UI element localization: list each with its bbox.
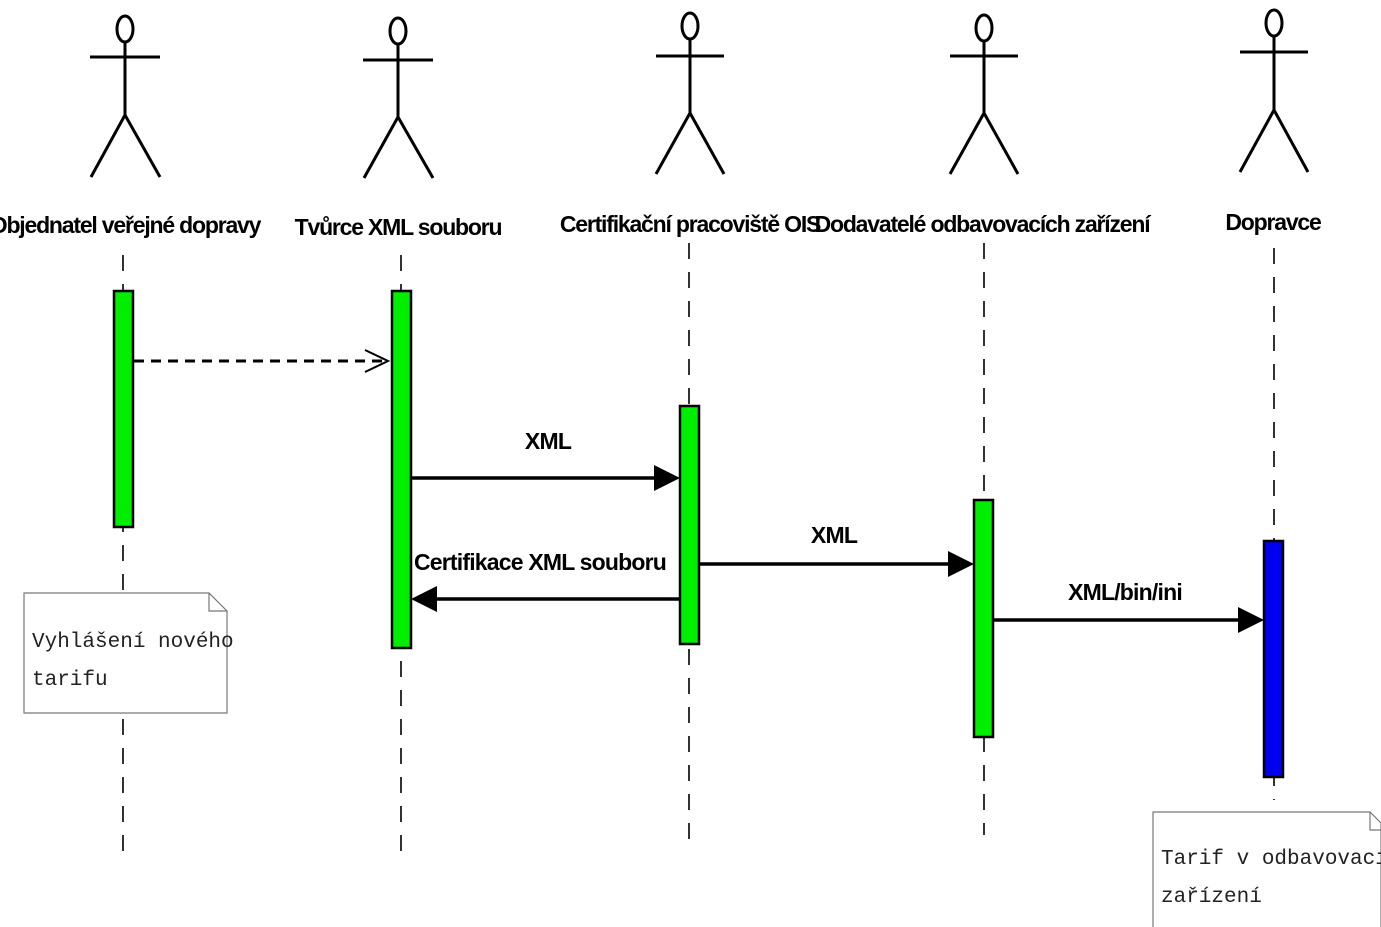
actor-label: Certifikační pracoviště OIS <box>560 211 821 237</box>
filled-arrowhead-icon <box>948 551 974 577</box>
filled-arrowhead-icon <box>411 586 437 612</box>
message-xml-to-certifikace: XML <box>411 428 680 491</box>
note-line: zařízení <box>1161 886 1262 909</box>
message-xml-bin-ini: XML/bin/ini <box>993 579 1264 633</box>
activation-bar-tvurce-xml <box>390 289 413 650</box>
message-certifikace-return: Certifikace XML souboru <box>411 549 680 612</box>
message-xml-to-dodavatele: XML <box>699 522 974 577</box>
stick-figure-icon <box>1238 8 1310 173</box>
activation-bar-certifikacni-pracoviste <box>678 404 701 646</box>
stick-figure-icon <box>89 14 162 178</box>
message-label: Certifikace XML souboru <box>414 549 666 575</box>
filled-arrowhead-icon <box>654 465 680 491</box>
actor-label: Objednatel veřejné dopravy <box>0 212 262 238</box>
actor-label: Dopravce <box>1225 209 1321 235</box>
stick-figure-icon <box>362 16 435 179</box>
note-tarif: Tarif v odbavovacím zařízení <box>1152 811 1381 927</box>
open-arrowhead-icon <box>364 349 391 373</box>
filled-arrowhead-icon <box>1238 607 1264 633</box>
actor-label: Dodavatelé odbavovacích zařízení <box>815 211 1153 237</box>
message-label: XML <box>525 428 572 454</box>
note-fold-icon <box>1369 812 1381 831</box>
stick-figure-icon <box>654 11 726 175</box>
stick-figure-icon <box>948 13 1020 175</box>
actor-certifikacni-pracoviste: Certifikační pracoviště OIS <box>560 11 822 237</box>
message-label: XML/bin/ini <box>1068 579 1182 605</box>
note-fold-icon <box>208 593 227 612</box>
actor-tvurce-xml: Tvůrce XML souboru <box>295 16 503 240</box>
actor-dodavatele: Dodavatelé odbavovacích zařízení <box>815 13 1153 237</box>
note-line: tarifu <box>32 669 108 692</box>
note-line: Vyhlášení nového <box>32 631 234 654</box>
message-dashed-arrow <box>134 349 391 373</box>
message-label: XML <box>811 522 858 548</box>
activation-bar-objednatel <box>112 289 135 529</box>
note-vyhlaseni: Vyhlášení nového tarifu <box>23 592 234 714</box>
activation-bar-dopravce <box>1262 539 1285 779</box>
activation-bar-dodavatele <box>972 498 995 739</box>
actor-dopravce: Dopravce <box>1225 8 1322 235</box>
actor-objednatel: Objednatel veřejné dopravy <box>0 14 263 238</box>
actor-label: Tvůrce XML souboru <box>295 214 502 240</box>
note-line: Tarif v odbavovacím <box>1161 848 1381 871</box>
